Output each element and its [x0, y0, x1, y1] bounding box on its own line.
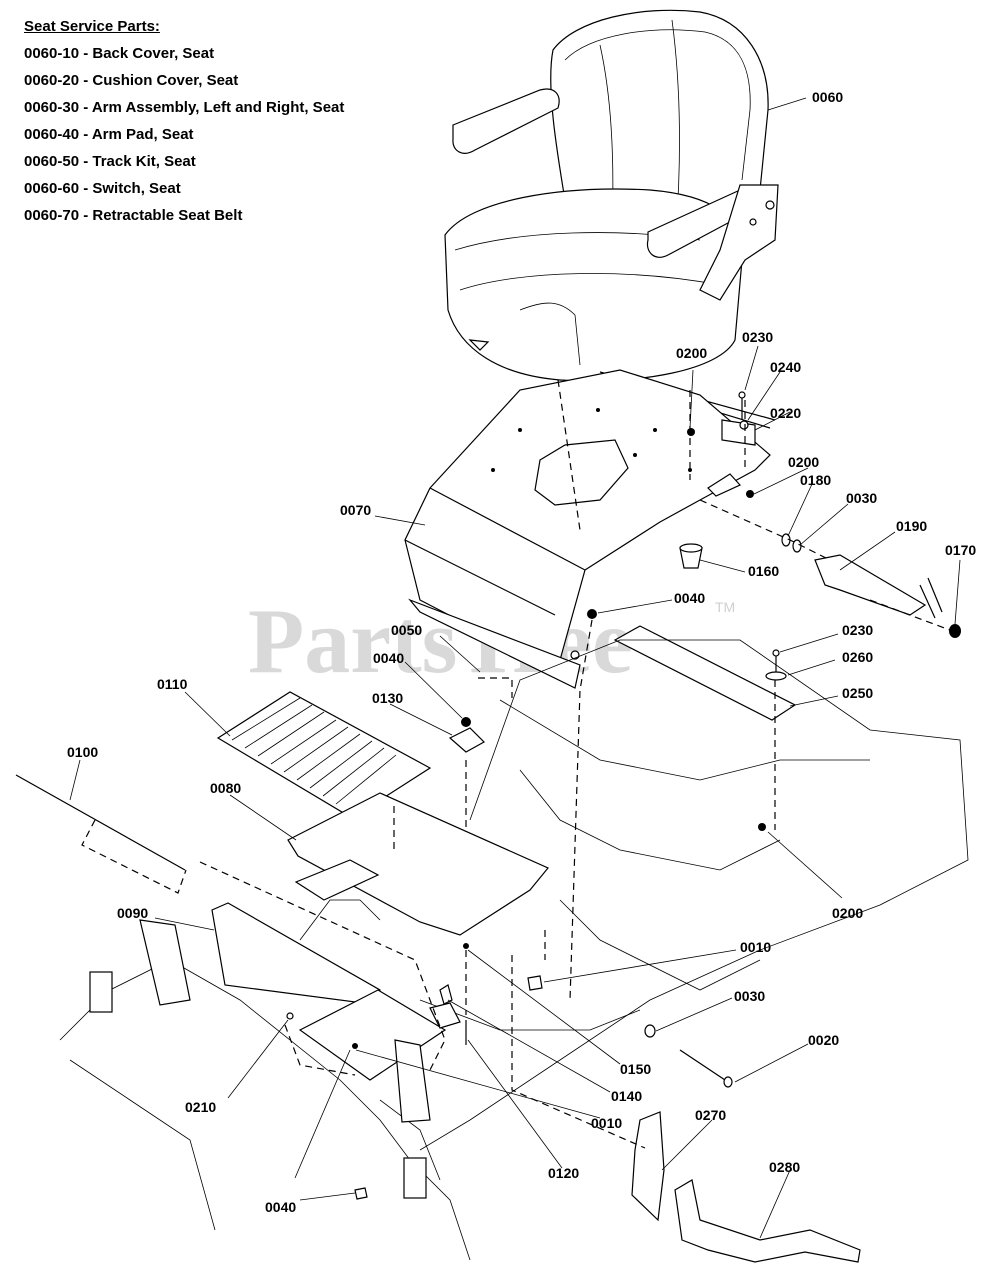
callout-0220[interactable]: 0220 — [770, 405, 801, 421]
legend-item: 0060-50 - Track Kit, Seat — [24, 153, 196, 170]
watermark-tm: TM — [715, 599, 735, 615]
callout-0180[interactable]: 0180 — [800, 472, 831, 488]
callout-0230-top[interactable]: 0230 — [742, 329, 773, 345]
callout-0280[interactable]: 0280 — [769, 1159, 800, 1175]
callout-0130[interactable]: 0130 — [372, 690, 403, 706]
callout-0210[interactable]: 0210 — [185, 1099, 216, 1115]
bracket-0220-hardware — [687, 391, 756, 498]
callout-0100[interactable]: 0100 — [67, 744, 98, 760]
seat-service-parts-legend: Seat Service Parts: 0060-10 - Back Cover… — [24, 18, 344, 234]
assembly-guide-lines — [81, 379, 956, 1149]
legend-item: 0060-10 - Back Cover, Seat — [24, 45, 215, 62]
plate-0250 — [613, 625, 797, 721]
leader-lines — [69, 97, 961, 1239]
callout-0190[interactable]: 0190 — [896, 518, 927, 534]
callout-0200-top[interactable]: 0200 — [676, 345, 707, 361]
callout-0070[interactable]: 0070 — [340, 502, 371, 518]
callout-0050[interactable]: 0050 — [391, 622, 422, 638]
callout-0270[interactable]: 0270 — [695, 1107, 726, 1123]
callout-0260[interactable]: 0260 — [842, 649, 873, 665]
callout-0010-lower[interactable]: 0010 — [591, 1115, 622, 1131]
callout-0140[interactable]: 0140 — [611, 1088, 642, 1104]
callout-0030-top[interactable]: 0030 — [846, 490, 877, 506]
brackets-0270-0280 — [631, 1111, 861, 1263]
callout-0020[interactable]: 0020 — [808, 1032, 839, 1048]
callout-0010-right[interactable]: 0010 — [740, 939, 771, 955]
seat-pan-0070 — [404, 369, 771, 689]
callout-0240[interactable]: 0240 — [770, 359, 801, 375]
callout-0150[interactable]: 0150 — [620, 1061, 651, 1077]
small-hardware — [286, 823, 766, 1200]
legend-item: 0060-60 - Switch, Seat — [24, 180, 181, 197]
callout-0030-lower[interactable]: 0030 — [734, 988, 765, 1004]
callout-0200-right[interactable]: 0200 — [788, 454, 819, 470]
callout-0160[interactable]: 0160 — [748, 563, 779, 579]
callout-0200-frame[interactable]: 0200 — [832, 905, 863, 921]
legend-item: 0060-20 - Cushion Cover, Seat — [24, 72, 239, 89]
legend-item: 0060-70 - Retractable Seat Belt — [24, 207, 243, 224]
callout-0120[interactable]: 0120 — [548, 1165, 579, 1181]
callout-0040-knob[interactable]: 0040 — [373, 650, 404, 666]
callout-0170[interactable]: 0170 — [945, 542, 976, 558]
callout-0090[interactable]: 0090 — [117, 905, 148, 921]
callout-0080[interactable]: 0080 — [210, 780, 241, 796]
frame-and-guard — [59, 639, 969, 1261]
legend-title: Seat Service Parts: — [24, 18, 160, 35]
callout-0060[interactable]: 0060 — [812, 89, 843, 105]
seat-adjust-parts — [587, 533, 961, 638]
seat-assembly — [444, 9, 779, 429]
legend-item: 0060-40 - Arm Pad, Seat — [24, 126, 194, 143]
floor-pan-parts — [15, 691, 549, 936]
callout-0040-mid[interactable]: 0040 — [674, 590, 705, 606]
callout-0230-lower[interactable]: 0230 — [842, 622, 873, 638]
callout-0250[interactable]: 0250 — [842, 685, 873, 701]
legend-item: 0060-30 - Arm Assembly, Left and Right, … — [24, 99, 345, 116]
callout-0040-bottom[interactable]: 0040 — [265, 1199, 296, 1215]
callouts: 0060 0200 0230 0240 0220 0200 0180 0030 … — [67, 89, 976, 1215]
callout-0110[interactable]: 0110 — [157, 676, 188, 692]
